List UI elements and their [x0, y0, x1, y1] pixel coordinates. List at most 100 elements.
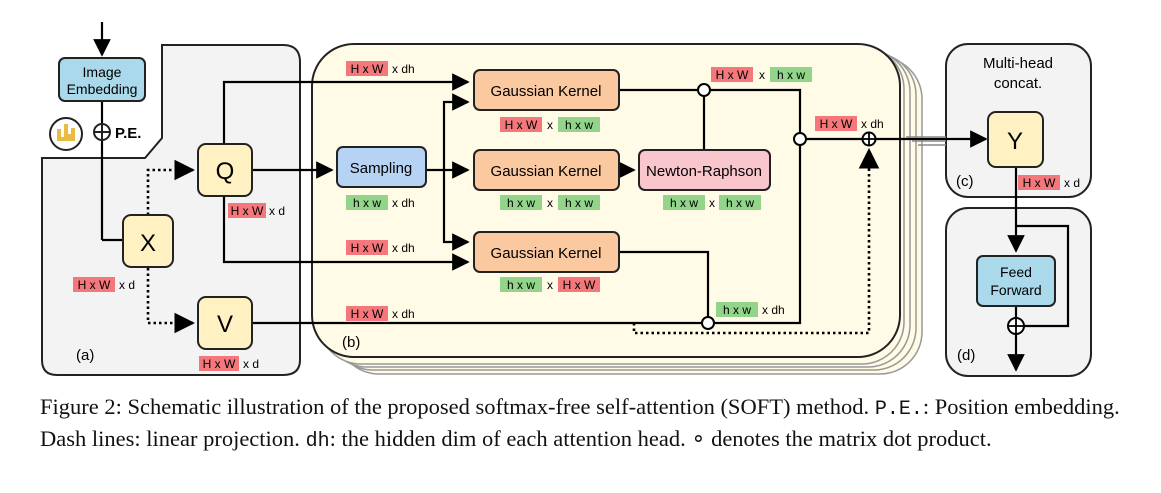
- svg-text:H x W: H x W: [716, 68, 749, 82]
- svg-text:h x w: h x w: [507, 278, 535, 292]
- dim-v: H x W x d: [199, 356, 259, 371]
- dot-product-1: [697, 83, 711, 97]
- panel-d-label: (d): [957, 347, 975, 364]
- svg-text:h x w: h x w: [726, 196, 754, 210]
- dim-q-branch-top: H x W x dh: [346, 61, 415, 76]
- v-block: [197, 296, 253, 350]
- caption-part-3: Position embedding. Dash lines: linear p…: [40, 394, 1120, 451]
- add-pe-operator: [93, 123, 111, 141]
- svg-text:h x w: h x w: [723, 303, 751, 317]
- svg-text:x dh: x dh: [861, 117, 884, 131]
- dim-gk-top: H x W x h x w: [500, 117, 600, 132]
- svg-text:x dh: x dh: [392, 241, 415, 255]
- caption-part-5: denotes the matrix dot product.: [711, 426, 992, 451]
- sampling-block: [336, 146, 427, 188]
- svg-text:x: x: [547, 118, 553, 132]
- image-embedding-block: [58, 57, 146, 102]
- feed-forward-block: [976, 255, 1056, 307]
- svg-text:H x W: H x W: [1023, 176, 1056, 190]
- dim-newton: h x w x h x w: [663, 195, 761, 210]
- pe-label: P.E.: [115, 125, 141, 142]
- newton-raphson-block: [638, 149, 771, 191]
- feed-forward-label-2: Forward: [990, 282, 1041, 298]
- svg-text:h x w: h x w: [565, 196, 593, 210]
- dot-product-2: [793, 132, 807, 146]
- svg-text:h x w: h x w: [777, 68, 805, 82]
- dim-gk-mid: h x w x h x w: [500, 195, 600, 210]
- svg-text:x d: x d: [243, 357, 259, 371]
- figure-caption: Figure 2: Schematic illustration of the …: [40, 392, 1140, 456]
- dim-sampling: h x w x dh: [346, 195, 415, 210]
- svg-text:H x W: H x W: [231, 204, 264, 218]
- y-block: [987, 111, 1044, 168]
- dim-x: H x W x d: [73, 277, 135, 292]
- dim-kernel-product: H x W x h x w: [711, 67, 812, 82]
- caption-circle-symbol: ∘: [691, 426, 706, 451]
- svg-text:h x w: h x w: [507, 196, 535, 210]
- gaussian-kernel-top-label: Gaussian Kernel: [491, 83, 602, 100]
- svg-text:h x w: h x w: [670, 196, 698, 210]
- svg-text:h x w: h x w: [565, 118, 593, 132]
- gaussian-kernel-mid-label: Gaussian Kernel: [491, 163, 602, 180]
- svg-text:H x W: H x W: [351, 307, 384, 321]
- caption-dh: dh: [305, 430, 330, 453]
- svg-text:H x W: H x W: [505, 118, 538, 132]
- svg-text:x d: x d: [119, 278, 135, 292]
- svg-text:H x W: H x W: [351, 62, 384, 76]
- caption-part-2: :: [922, 394, 930, 419]
- dim-q: H x W x d: [228, 203, 285, 218]
- svg-text:x dh: x dh: [392, 307, 415, 321]
- panel-a-label: (a): [76, 347, 94, 364]
- caption-part-4: : the hidden dim of each attention head.: [329, 426, 686, 451]
- panel-b-stack: [311, 43, 923, 375]
- svg-text:x d: x d: [1064, 176, 1080, 190]
- residual-add-operator: [861, 131, 877, 147]
- feed-forward-label-1: Feed: [1000, 264, 1032, 280]
- gaussian-kernel-bottom: [473, 231, 620, 273]
- svg-text:x dh: x dh: [392, 196, 415, 210]
- svg-text:x d: x d: [269, 204, 285, 218]
- x-block: [122, 214, 174, 268]
- ffn-add-operator: [1007, 317, 1025, 335]
- q-label: Q: [216, 158, 235, 185]
- dot-product-3: [701, 316, 715, 330]
- panel-a-background: [41, 44, 301, 376]
- x-label: X: [140, 230, 156, 257]
- svg-text:h x w: h x w: [353, 196, 381, 210]
- panel-b-label: (b): [342, 334, 360, 351]
- dim-gk-bottom: h x w x H x W: [500, 277, 600, 292]
- svg-text:x: x: [709, 196, 715, 210]
- dim-attention-out: H x W x dh: [815, 116, 884, 131]
- panel-c-label: (c): [956, 173, 974, 190]
- caption-part-1: Figure 2: Schematic illustration of the …: [40, 394, 870, 419]
- gaussian-kernel-top: [473, 69, 620, 111]
- svg-text:H x W: H x W: [78, 278, 111, 292]
- dim-q-branch-bottom: H x W x dh: [346, 240, 415, 255]
- svg-text:x dh: x dh: [762, 303, 785, 317]
- stack-to-concat-lines: [906, 136, 946, 146]
- v-label: V: [217, 311, 233, 338]
- image-embedding-label-1: Image: [83, 64, 122, 80]
- y-label: Y: [1007, 128, 1023, 155]
- image-embedding-label-2: Embedding: [67, 81, 138, 97]
- gaussian-kernel-bottom-label: Gaussian Kernel: [491, 245, 602, 262]
- svg-text:H x W: H x W: [351, 241, 384, 255]
- dim-kv-product: h x w x dh: [716, 302, 785, 317]
- position-embedding-icon: [49, 117, 83, 151]
- svg-text:H x W: H x W: [203, 357, 236, 371]
- svg-text:x: x: [547, 196, 553, 210]
- dim-v-branch: H x W x dh: [346, 306, 415, 321]
- sampling-label: Sampling: [350, 160, 413, 177]
- svg-text:x dh: x dh: [392, 62, 415, 76]
- svg-text:H x W: H x W: [820, 117, 853, 131]
- svg-text:x: x: [759, 68, 765, 82]
- gaussian-kernel-mid: [473, 149, 620, 191]
- softmax-free-attention-diagram: Image Embedding P.E. X Q V H x W x d H x…: [41, 22, 1092, 377]
- multihead-label-1: Multi-head: [983, 55, 1053, 72]
- dim-y: H x W x d: [1018, 175, 1080, 190]
- svg-text:x: x: [547, 278, 553, 292]
- caption-pe: P.E.: [874, 398, 923, 421]
- svg-text:H x W: H x W: [563, 278, 596, 292]
- newton-raphson-label: Newton-Raphson: [646, 163, 762, 180]
- multihead-label-2: concat.: [994, 75, 1042, 92]
